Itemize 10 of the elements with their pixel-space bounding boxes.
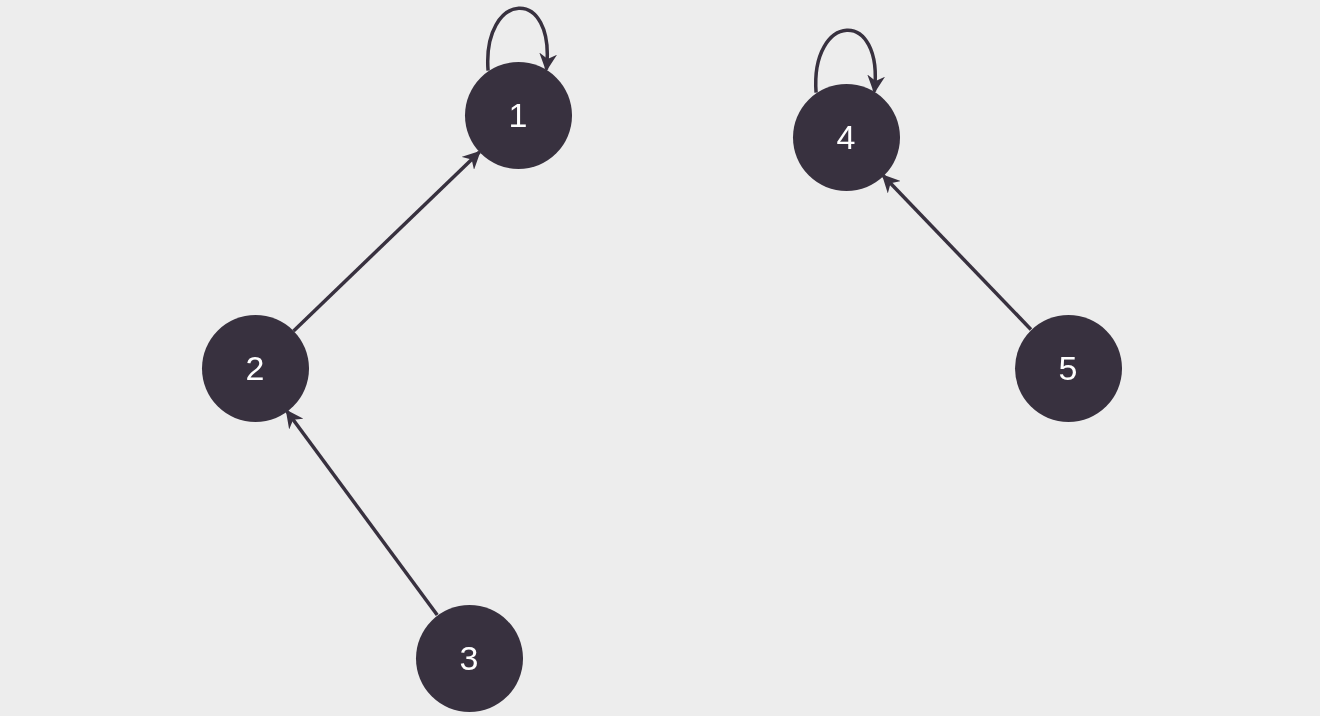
node-label: 5 (1058, 351, 1078, 385)
node-label: 1 (508, 98, 528, 132)
node-label: 3 (459, 641, 479, 675)
self-loop-arrow (814, 28, 885, 94)
arrow (292, 150, 481, 333)
arrow (881, 174, 1033, 331)
self-loop-arrow (486, 6, 557, 72)
node-label: 4 (836, 120, 856, 154)
arrow (285, 409, 439, 616)
node-label: 2 (245, 351, 265, 385)
